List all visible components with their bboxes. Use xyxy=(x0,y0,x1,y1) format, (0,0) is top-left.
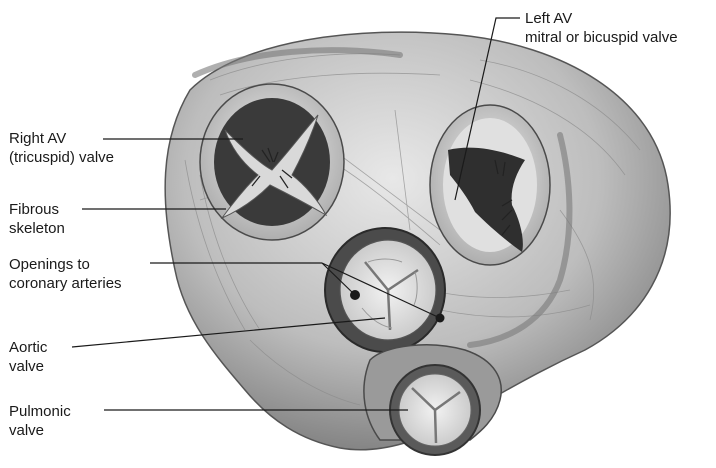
label-fibrous-line1: Fibrous xyxy=(9,200,65,219)
label-aortic-line2: valve xyxy=(9,357,47,376)
label-fibrous-skeleton: Fibrous skeleton xyxy=(9,200,65,238)
aortic-valve xyxy=(325,228,445,352)
tricuspid-valve xyxy=(200,84,344,240)
label-coronary-line1: Openings to xyxy=(9,255,122,274)
label-left-av: Left AV mitral or bicuspid valve xyxy=(525,9,678,47)
mitral-valve xyxy=(430,105,550,265)
label-right-av: Right AV (tricuspid) valve xyxy=(9,129,114,167)
label-aortic-line1: Aortic xyxy=(9,338,47,357)
label-coronary-line2: coronary arteries xyxy=(9,274,122,293)
label-right-av-line1: Right AV xyxy=(9,129,114,148)
label-pulmonic-line1: Pulmonic xyxy=(9,402,71,421)
label-fibrous-line2: skeleton xyxy=(9,219,65,238)
label-coronary-openings: Openings to coronary arteries xyxy=(9,255,122,293)
pulmonic-valve xyxy=(364,345,501,455)
label-pulmonic-valve: Pulmonic valve xyxy=(9,402,71,440)
label-right-av-line2: (tricuspid) valve xyxy=(9,148,114,167)
label-aortic-valve: Aortic valve xyxy=(9,338,47,376)
label-pulmonic-line2: valve xyxy=(9,421,71,440)
label-left-av-line2: mitral or bicuspid valve xyxy=(525,28,678,47)
label-left-av-line1: Left AV xyxy=(525,9,678,28)
